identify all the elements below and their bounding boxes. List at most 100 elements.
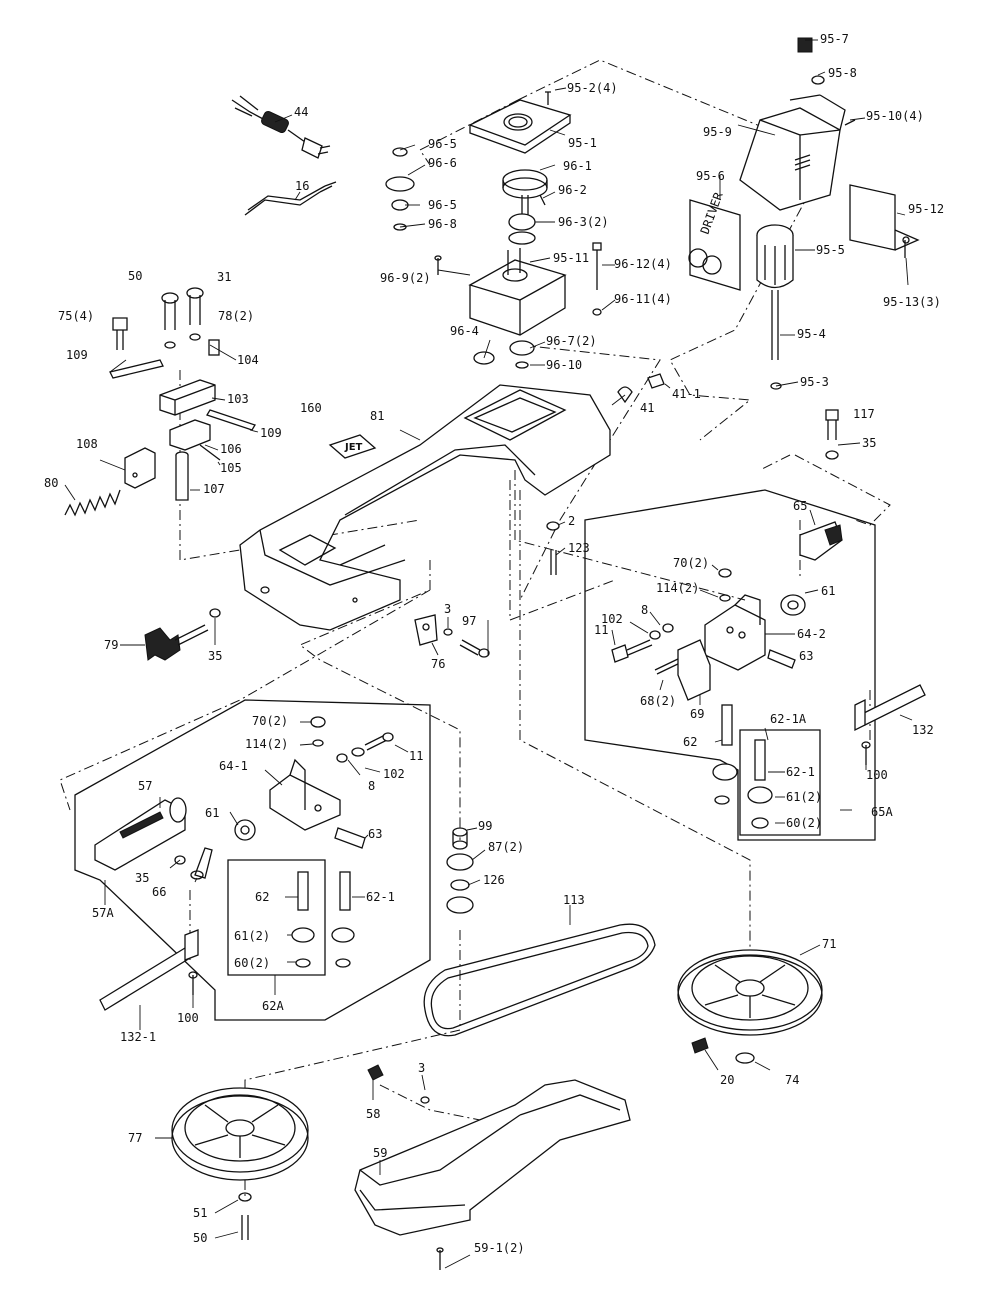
wheel-71	[677, 949, 823, 1036]
assembly-boxes	[74, 489, 876, 1021]
nut-70b	[310, 716, 326, 728]
bracket-95-12	[849, 184, 920, 251]
clip-74	[735, 1052, 755, 1064]
label-95-8: 95-8	[828, 66, 857, 80]
label-96-5b: 96-5	[428, 198, 457, 212]
label-20: 20	[720, 1073, 734, 1087]
label-70a: 70(2)	[673, 556, 709, 570]
label-107: 107	[203, 482, 225, 496]
label-65A: 65A	[871, 805, 893, 819]
washer-114	[719, 594, 731, 602]
bolt-50	[161, 292, 179, 349]
washer-35a	[209, 608, 221, 618]
label-58: 58	[366, 1107, 380, 1121]
power-cord-44	[231, 95, 331, 159]
washer-35c	[174, 855, 186, 865]
label-95-5: 95-5	[816, 243, 845, 257]
knob-79	[144, 624, 209, 661]
label-109b: 109	[260, 426, 282, 440]
plate-69	[677, 639, 711, 701]
label-59: 59	[373, 1146, 387, 1160]
shaft-95-4	[771, 290, 779, 360]
label-70b: 70(2)	[252, 714, 288, 728]
label-65: 65	[793, 499, 807, 513]
label-95-10: 95-10(4)	[866, 109, 924, 123]
label-100b: 100	[177, 1011, 199, 1025]
bolt-31	[186, 287, 204, 341]
label-96-9: 96-9(2)	[380, 271, 431, 285]
leader-lines	[64, 39, 913, 1269]
frame-81	[239, 384, 611, 631]
spring-80	[64, 489, 121, 517]
pin-96-9	[434, 255, 442, 275]
label-11a: 11	[594, 623, 608, 637]
bolt-117	[825, 409, 839, 460]
label-126: 126	[483, 873, 505, 887]
label-77: 77	[128, 1131, 142, 1145]
label-117: 117	[853, 407, 875, 421]
label-96-5a: 96-5	[428, 137, 457, 151]
label-51: 51	[193, 1206, 207, 1220]
driver-board-95-6: DRIVER	[688, 190, 741, 291]
bearing-96-7	[509, 340, 535, 369]
label-96-2: 96-2	[558, 183, 587, 197]
label-35a: 35	[862, 436, 876, 450]
label-95-7: 95-7	[820, 32, 849, 46]
bearing-87	[446, 853, 474, 914]
plate-109a	[109, 359, 164, 379]
bearing-61-2a	[712, 763, 773, 804]
pin-63b	[334, 827, 366, 849]
label-35b: 35	[208, 649, 222, 663]
motor-cover-95-9	[739, 94, 846, 211]
screw-59-1	[436, 1247, 444, 1270]
box-62-1A	[739, 729, 821, 836]
washer-3a	[443, 628, 453, 636]
label-2: 2	[568, 514, 575, 528]
bolt-11b	[364, 732, 394, 751]
label-3b: 3	[418, 1061, 425, 1075]
washer-8b	[336, 753, 348, 763]
label-69: 69	[690, 707, 704, 721]
guide-57	[94, 797, 187, 871]
label-95-2: 95-2(4)	[567, 81, 618, 95]
label-11b: 11	[409, 749, 423, 763]
label-62-1a: 62-1	[786, 765, 815, 779]
bearing-96-3	[508, 213, 536, 245]
label-71: 71	[822, 937, 836, 951]
guard-132-1	[99, 929, 199, 1011]
label-95-11: 95-11	[553, 251, 589, 265]
label-61b: 61	[205, 806, 219, 820]
label-114a: 114(2)	[656, 581, 699, 595]
label-105: 105	[220, 461, 242, 475]
nut-70	[718, 568, 732, 578]
label-114b: 114(2)	[245, 737, 288, 751]
label-59-1: 59-1(2)	[474, 1241, 525, 1255]
bracket-64-2	[704, 594, 766, 671]
label-62-1A-top: 62-1A	[770, 712, 807, 726]
label-79: 79	[104, 638, 118, 652]
box-62A	[227, 859, 326, 976]
washer-95-3	[770, 382, 782, 390]
screw-96-12	[592, 242, 602, 290]
knob-58	[367, 1064, 384, 1081]
label-96-4: 96-4	[450, 324, 479, 338]
label-68: 68(2)	[640, 694, 676, 708]
label-95-4: 95-4	[797, 327, 826, 341]
label-60-2b: 60(2)	[234, 956, 270, 970]
label-96-6: 96-6	[428, 156, 457, 170]
nameplate-logo: JET	[344, 442, 363, 453]
nameplate-160: JET	[328, 434, 377, 459]
key-96-2	[539, 194, 546, 206]
label-76: 76	[431, 657, 445, 671]
bolt-75	[112, 317, 128, 350]
screw-100a	[861, 741, 871, 765]
label-108: 108	[76, 437, 98, 451]
plate-109b	[206, 409, 256, 431]
wheel-77	[171, 1087, 309, 1181]
switch-95-7	[797, 37, 813, 53]
wire-harness-16	[244, 181, 337, 216]
label-95-6: 95-6	[696, 169, 725, 183]
washer-51	[238, 1192, 252, 1202]
label-100a: 100	[866, 768, 888, 782]
label-104: 104	[237, 353, 259, 367]
